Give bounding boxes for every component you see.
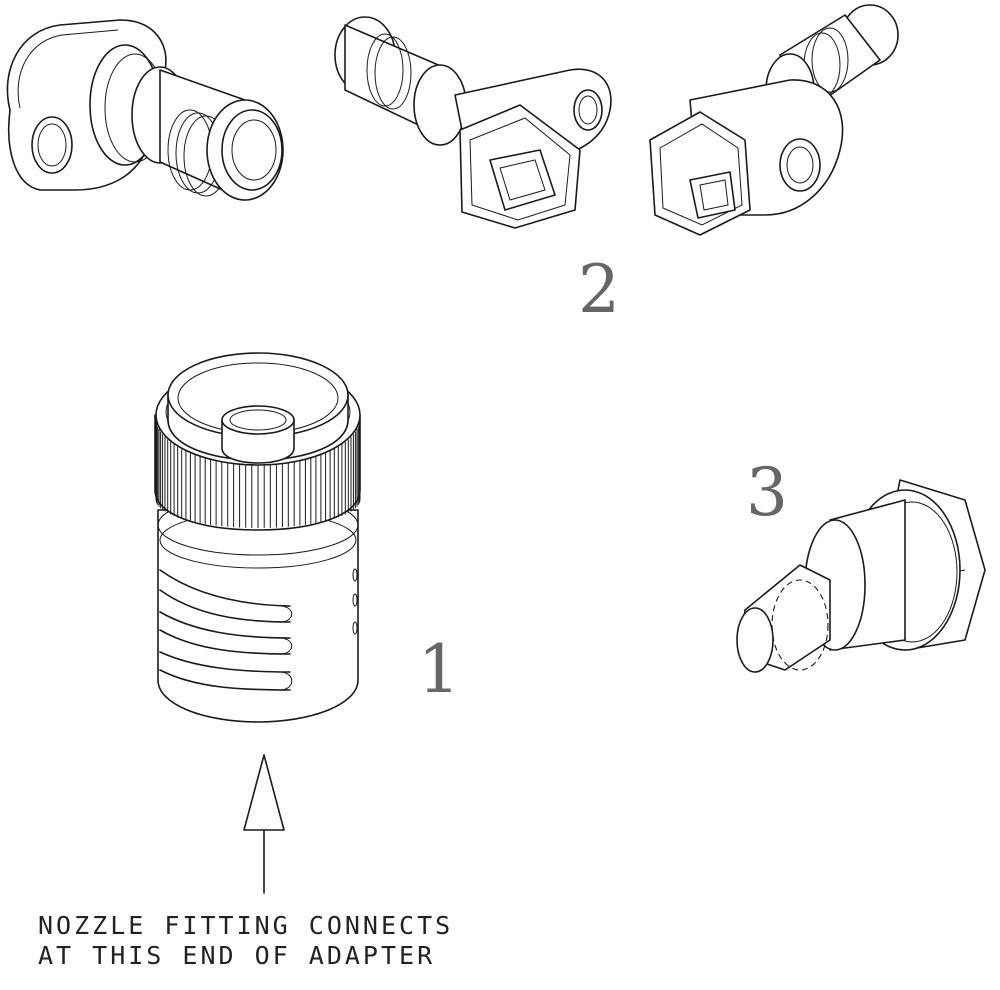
part3-label: 3 [746,454,788,531]
part2-fitting-view-a [6,19,284,201]
connection-arrow [243,754,285,894]
knurling [155,418,361,528]
note-line-2: AT THIS END OF ADAPTER [38,941,435,970]
part1-label: 1 [418,631,460,708]
part3-nozzle [736,479,986,673]
note-line-1: NOZZLE FITTING CONNECTS [38,911,453,940]
part2-fitting-view-b [334,16,612,229]
part2-fitting-view-c [649,4,899,236]
part1-adapter [154,352,361,723]
part2-label: 2 [578,251,620,328]
